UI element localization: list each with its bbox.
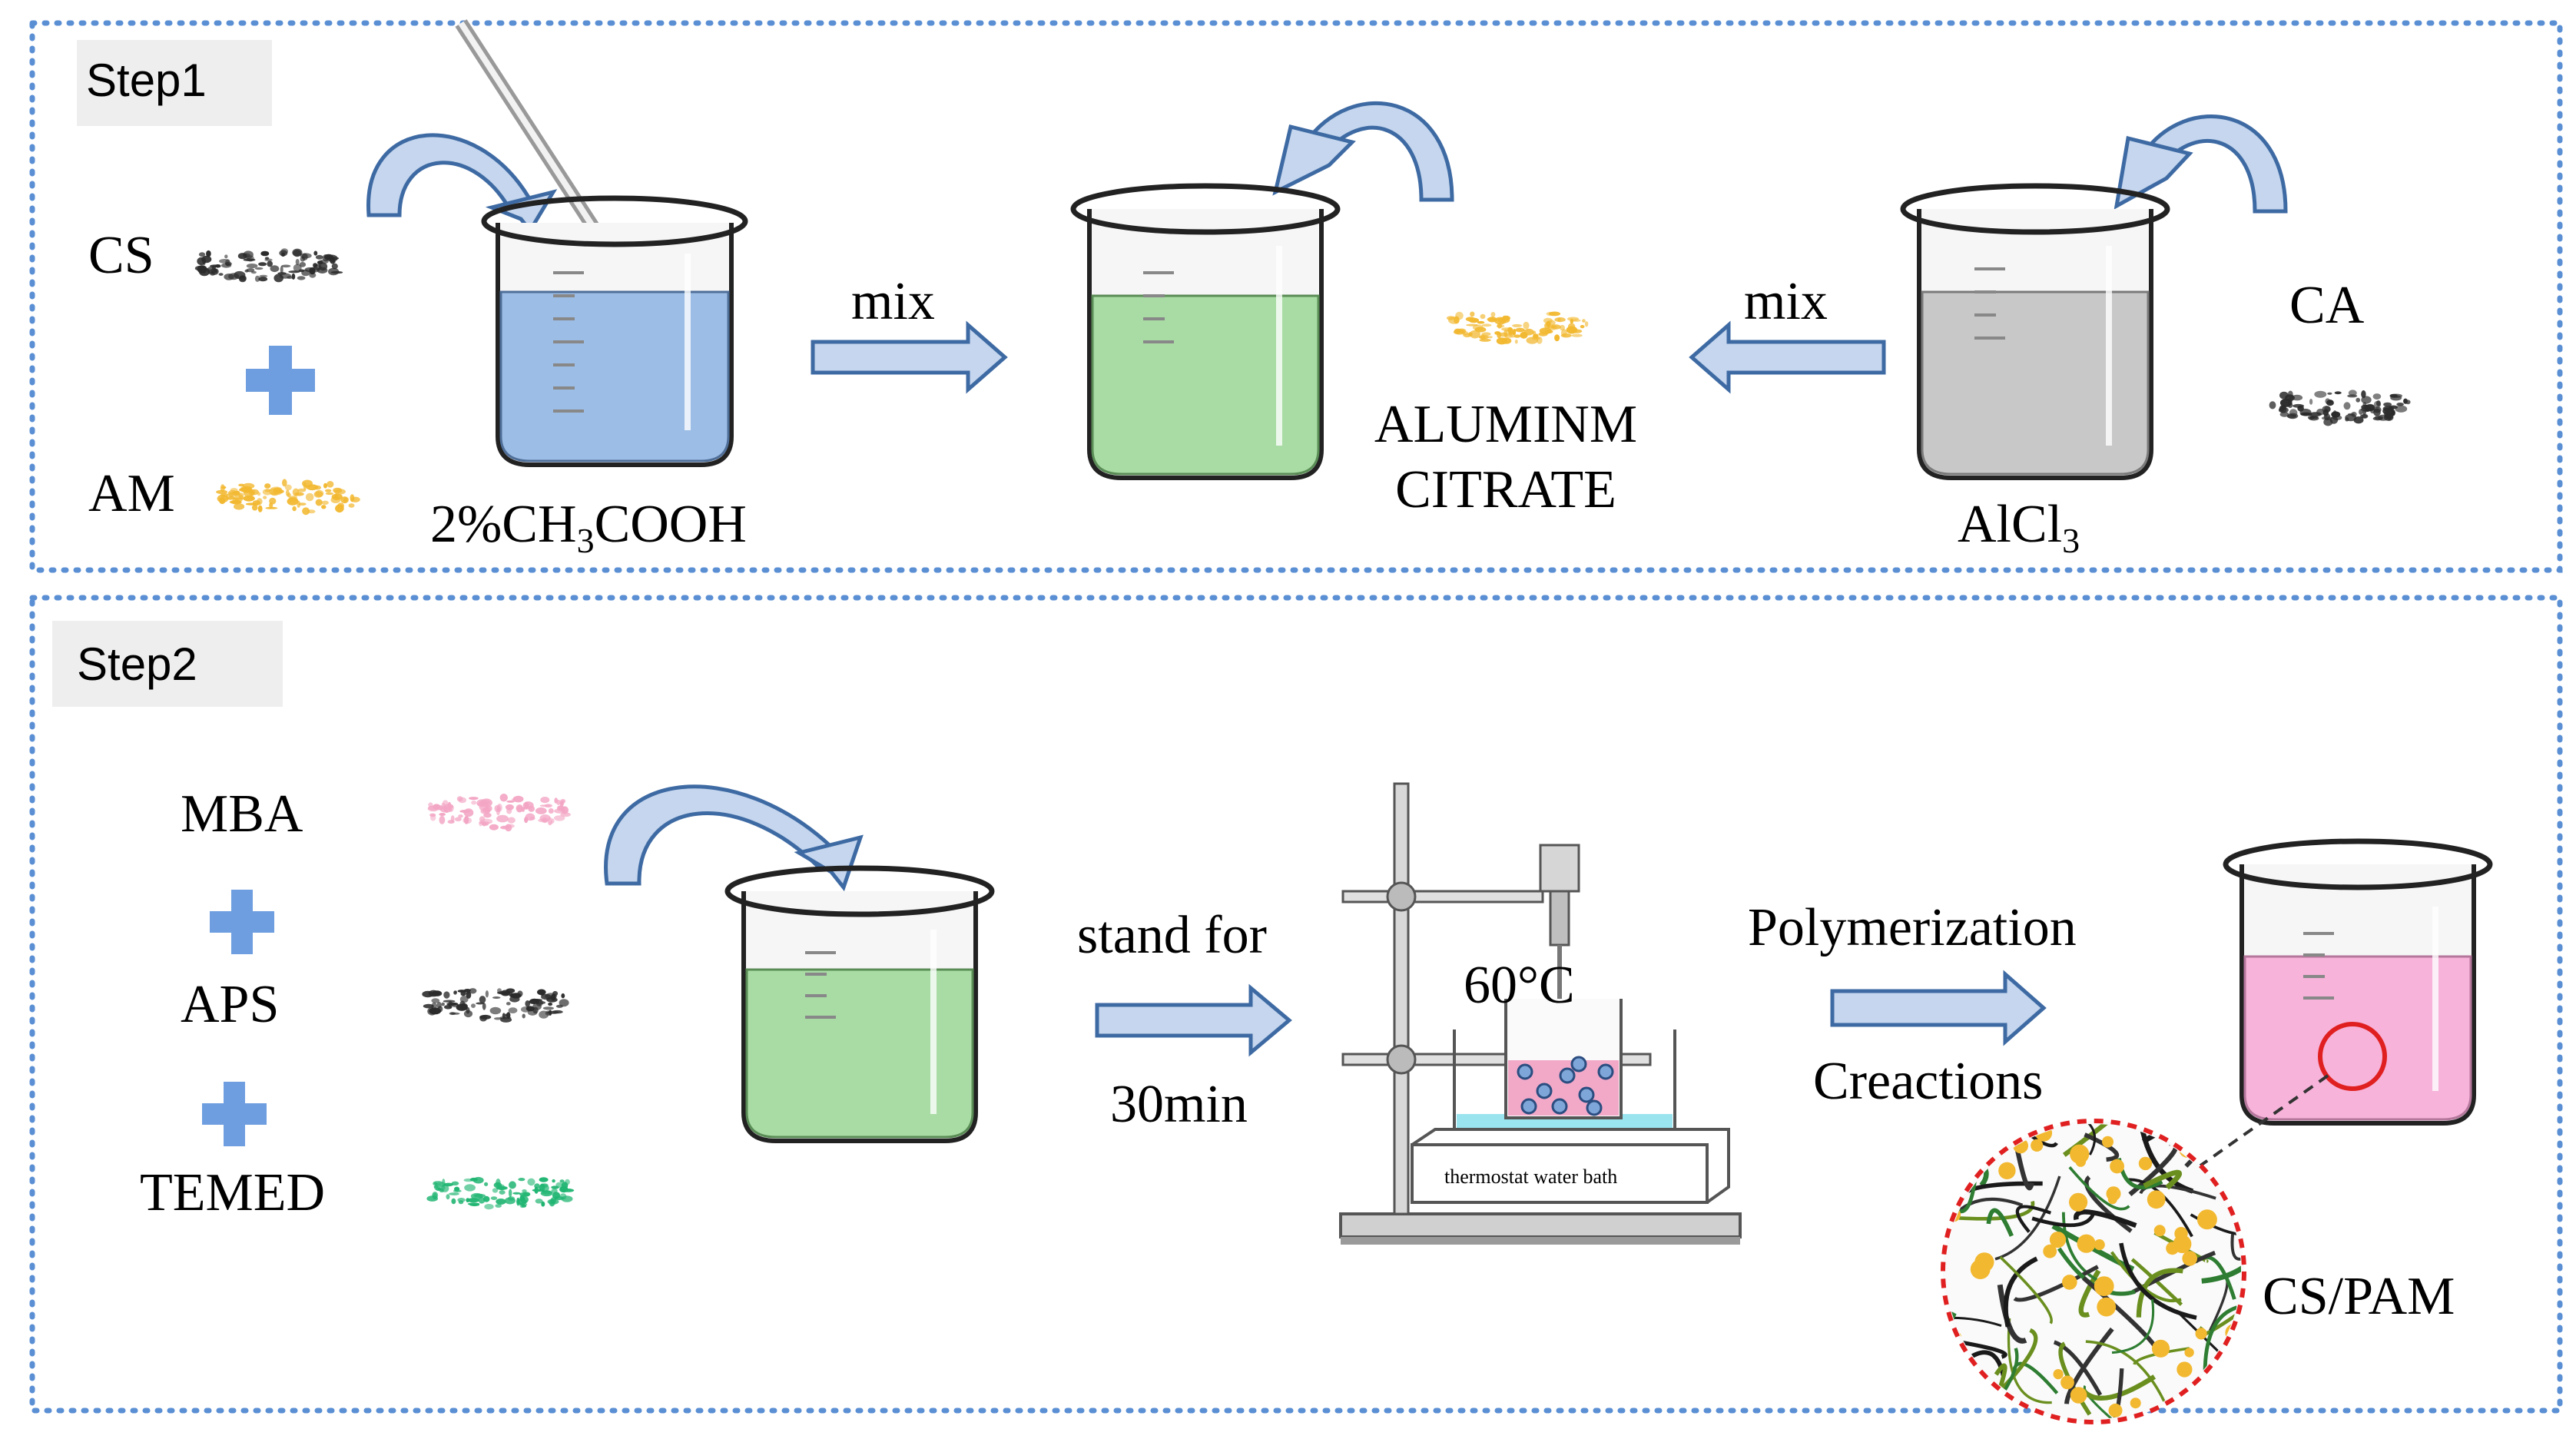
- plus-icon: [202, 1082, 267, 1146]
- arrow-left-icon: [1689, 320, 1886, 394]
- arrow-right-icon: [1095, 983, 1292, 1057]
- alcl3-label: AlCl3: [1958, 495, 2080, 560]
- polymerization-label-line1: Polymerization: [1748, 898, 2077, 957]
- polymer-network-icon: [1941, 1119, 2246, 1424]
- step1-panel: Step1 CS AM: [29, 19, 2563, 573]
- bath-label: thermostat water bath: [1444, 1165, 1617, 1188]
- curved-arrow-icon: [366, 133, 558, 234]
- temed-label: TEMED: [140, 1163, 325, 1222]
- ca-powder-icon: [2269, 390, 2411, 426]
- mix-label-right: mix: [851, 272, 935, 331]
- step1-tag: [77, 40, 272, 126]
- product-label: CS/PAM: [2263, 1267, 2455, 1326]
- beaker-acetic-acid-icon: [481, 195, 748, 467]
- arrow-right-icon: [811, 320, 1008, 394]
- plus-icon: [246, 346, 315, 415]
- zoom-line: [2196, 1074, 2329, 1169]
- am-label: AM: [88, 464, 175, 523]
- mix-label-left: mix: [1744, 272, 1828, 331]
- beaker-aluminium-citrate-icon: [1070, 183, 1341, 480]
- curved-arrow-icon: [604, 784, 864, 892]
- curved-arrow-icon: [2114, 114, 2288, 214]
- aps-powder-icon: [422, 988, 569, 1023]
- step2-panel: Step2 MBA APS TEMED: [29, 595, 2563, 1424]
- acetic-acid-label: 2%CH3COOH: [430, 495, 747, 560]
- ca-label: CA: [2289, 276, 2365, 335]
- mba-label: MBA: [181, 784, 303, 844]
- cs-label: CS: [88, 226, 154, 285]
- aps-label: APS: [181, 975, 279, 1034]
- polymerization-label-line2: Creactions: [1813, 1052, 2043, 1111]
- beaker-hydrogel-icon: [2223, 838, 2493, 1126]
- temed-powder-icon: [426, 1176, 575, 1210]
- aluminium-citrate-powder-icon: [1446, 311, 1589, 345]
- beaker-mixture-icon: [724, 865, 995, 1143]
- aluminium-label-line1: ALUMINM: [1374, 395, 1637, 454]
- mba-powder-icon: [427, 794, 571, 832]
- curved-arrow-icon: [1272, 101, 1454, 202]
- am-powder-icon: [216, 479, 360, 516]
- beaker-alcl3-icon: [1900, 183, 2170, 480]
- aluminium-label-line2: CITRATE: [1395, 460, 1616, 519]
- stand-label-line2: 30min: [1110, 1075, 1248, 1134]
- plus-icon: [210, 890, 274, 954]
- cs-powder-icon: [194, 248, 343, 283]
- step1-title: Step1: [86, 55, 207, 106]
- temperature-label: 60°C: [1464, 956, 1575, 1015]
- step2-title: Step2: [77, 638, 197, 690]
- stand-label-line1: stand for: [1077, 906, 1267, 965]
- water-bath-apparatus-icon: thermostat water bath: [1339, 782, 1742, 1245]
- step2-tag: [52, 621, 283, 707]
- arrow-right-icon: [1830, 970, 2047, 1046]
